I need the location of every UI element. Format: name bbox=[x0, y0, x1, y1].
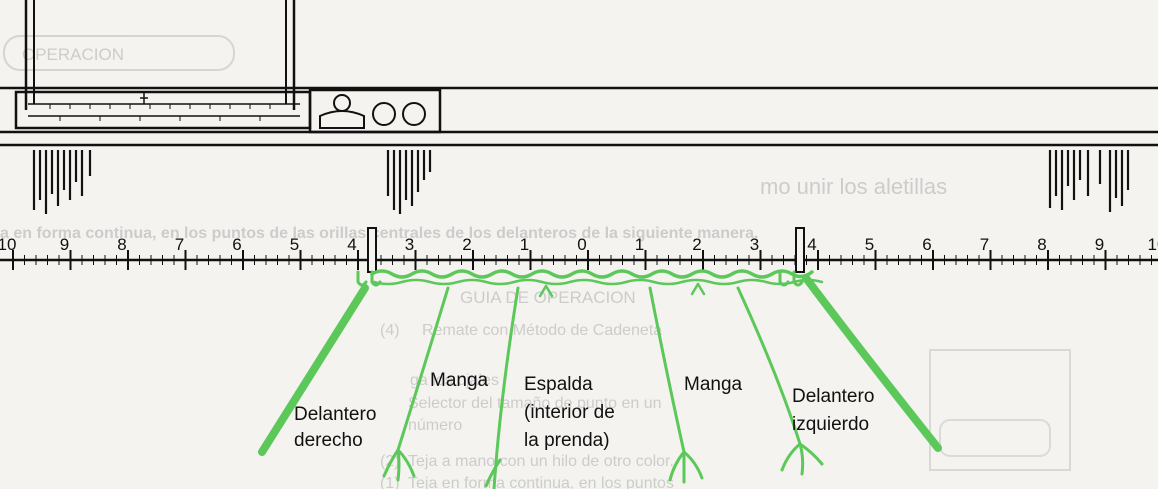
yarn-right-hooks bbox=[778, 270, 804, 287]
dial-round-2 bbox=[402, 102, 426, 126]
show-through-guide: GUIA DE OPERACION bbox=[460, 288, 636, 307]
show-through-step4: Remate con Método de Cadeneta bbox=[422, 322, 662, 339]
ruler-label-left: 9 bbox=[60, 235, 69, 254]
yarn-front-left bbox=[802, 274, 942, 452]
ruler-label-right: 6 bbox=[922, 235, 931, 254]
knitting-machine bbox=[0, 0, 1158, 147]
ruler-label-right: 2 bbox=[692, 235, 701, 254]
label-front-left-2: izquierdo bbox=[792, 414, 869, 435]
needle-ruler: 10987654321012345678910 bbox=[0, 227, 1158, 273]
dial-window bbox=[319, 110, 365, 129]
marker-left bbox=[367, 227, 377, 273]
ruler-label-right: 8 bbox=[1037, 235, 1046, 254]
ruler-label-right: 1 bbox=[635, 235, 644, 254]
label-sleeve-left: Manga bbox=[430, 370, 489, 391]
yarn-front-left-thin bbox=[736, 286, 824, 476]
yarn-sleeve-right bbox=[648, 286, 704, 484]
show-through-num1: (1) bbox=[380, 475, 400, 489]
yarn-front-right bbox=[258, 284, 369, 456]
show-through-step2b: Teja en forma continua, en los puntos bbox=[408, 475, 674, 489]
ruler-ticks bbox=[12, 250, 1152, 270]
ruler-label-left: 6 bbox=[232, 235, 241, 254]
label-back-1: Espalda bbox=[524, 374, 593, 395]
ruler-label-left: 5 bbox=[290, 235, 299, 254]
show-through-num4: (4) bbox=[380, 322, 400, 339]
label-sleeve-right: Manga bbox=[684, 374, 743, 395]
show-through-subtitle: a en forma continua, en los puntos de la… bbox=[0, 225, 758, 242]
needles bbox=[32, 150, 1130, 214]
yarn-bottom-strand bbox=[372, 278, 824, 286]
ruler-label-left: 4 bbox=[347, 235, 356, 254]
ruler-labels: 10987654321012345678910 bbox=[0, 235, 1158, 254]
label-front-right-2: derecho bbox=[294, 430, 363, 451]
ruler-label-left: 2 bbox=[462, 235, 471, 254]
label-front-right-1: Delantero bbox=[294, 404, 376, 425]
show-through-operation: OPERACION bbox=[22, 45, 124, 64]
dial-round-1 bbox=[372, 102, 396, 126]
yarn-back bbox=[484, 286, 520, 489]
carriage-scale-ticks bbox=[49, 104, 271, 121]
show-through-layer: OPERACION mo unir los aletillas a en for… bbox=[0, 35, 1071, 489]
yarn bbox=[258, 269, 942, 489]
show-through-heading: mo unir los aletillas bbox=[760, 174, 947, 199]
yarn-left-hooks bbox=[356, 270, 382, 287]
show-through-stepb: ga los ojales bbox=[410, 372, 499, 389]
ruler-label-right: 3 bbox=[750, 235, 759, 254]
dial-small bbox=[333, 94, 351, 112]
label-back-2: (interior de bbox=[524, 402, 615, 423]
ruler-label-left: 8 bbox=[117, 235, 126, 254]
yarn-sleeve-left bbox=[382, 286, 450, 482]
ruler-label-left: 3 bbox=[405, 235, 414, 254]
ruler-label-left: 10 bbox=[0, 235, 16, 254]
ruler-label-right: 10 bbox=[1148, 235, 1158, 254]
yarn-top-strand bbox=[370, 269, 814, 279]
show-through-stepb3: número bbox=[408, 417, 462, 434]
ruler-label-right: 9 bbox=[1095, 235, 1104, 254]
marker-right bbox=[795, 227, 805, 273]
ruler-label-right: 5 bbox=[865, 235, 874, 254]
label-front-left-1: Delantero bbox=[792, 386, 874, 407]
ruler-label-right: 4 bbox=[807, 235, 816, 254]
ruler-label-left: 1 bbox=[520, 235, 529, 254]
show-through-step2: Teja a mano con un hilo de otro color. bbox=[408, 453, 674, 470]
show-through-stepb2: Selector del tamaño de punto en un bbox=[408, 395, 662, 412]
piece-labels: Delantero derecho Manga Espalda (interio… bbox=[294, 370, 874, 451]
ruler-label-center: 0 bbox=[577, 235, 586, 254]
label-back-3: la prenda) bbox=[524, 430, 610, 451]
ruler-label-left: 7 bbox=[175, 235, 184, 254]
yarn-marks bbox=[538, 282, 706, 298]
ruler-label-right: 7 bbox=[980, 235, 989, 254]
